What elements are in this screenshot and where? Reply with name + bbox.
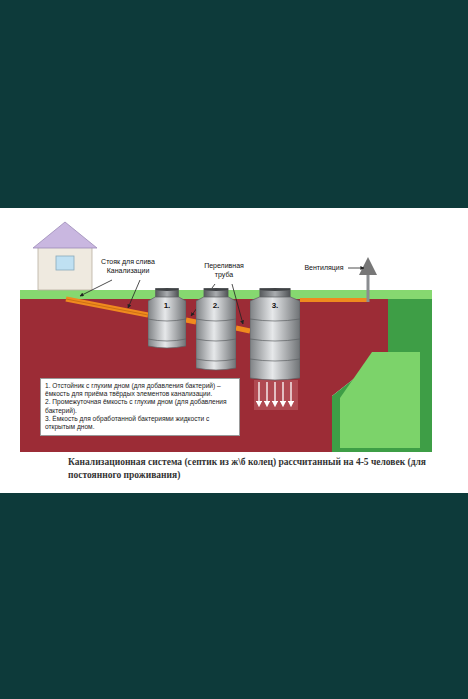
tank-lid xyxy=(260,288,291,291)
tank-shape xyxy=(148,288,186,351)
callout-label: Стояк для слива Канализации xyxy=(92,258,164,276)
tank-lid xyxy=(204,288,229,291)
vent-pipe xyxy=(367,266,370,302)
ring-joint xyxy=(196,339,236,341)
house-wall xyxy=(38,247,92,290)
note-box: 1. Отстойник с глухим дном (для добавлен… xyxy=(40,378,240,436)
ring-joint xyxy=(196,359,236,361)
house-roof xyxy=(33,222,97,248)
ring-joint xyxy=(148,319,186,321)
callout-label: Вентиляция xyxy=(300,264,348,273)
drain-pipe-edge xyxy=(66,299,148,315)
callout-number: 2. xyxy=(196,301,236,310)
ring-joint xyxy=(250,359,300,361)
callout-label: Переливная труба xyxy=(196,262,252,280)
concrete-ring xyxy=(196,297,236,370)
ring-joint xyxy=(250,319,300,321)
note-text: 3. Ёмкость для обработанной бактериями ж… xyxy=(45,415,235,431)
concrete-ring xyxy=(148,297,186,348)
septic-tank: 2. xyxy=(196,288,236,370)
overflow-pipe xyxy=(186,320,196,322)
ring-joint xyxy=(148,339,186,341)
concrete-ring xyxy=(250,297,300,380)
drain-bed xyxy=(254,380,298,410)
pipe-body xyxy=(236,328,250,331)
tank-lid xyxy=(155,288,179,291)
tank-shape xyxy=(196,288,236,373)
caption: Канализационная система (септик из ж\б к… xyxy=(68,456,460,482)
septic-tank: 3. xyxy=(250,288,300,380)
septic-tank: 1. xyxy=(148,288,186,348)
embankment-slope xyxy=(340,352,420,448)
callout-number: 3. xyxy=(250,301,300,310)
overflow-pipe xyxy=(236,328,250,331)
note-text: 1. Отстойник с глухим дном (для добавлен… xyxy=(45,382,235,398)
callout-number: 1. xyxy=(148,301,186,310)
drain-arrows xyxy=(259,382,291,404)
ring-joint xyxy=(196,319,236,321)
drain-pipe xyxy=(66,299,148,315)
vent-pipe-run xyxy=(300,298,368,302)
note-text: 2. Промежуточная ёмкость с глухим дном (… xyxy=(45,398,235,414)
house-window xyxy=(56,256,74,270)
embankment xyxy=(332,296,432,452)
pipe-body xyxy=(186,320,196,322)
ring-joint xyxy=(250,339,300,341)
